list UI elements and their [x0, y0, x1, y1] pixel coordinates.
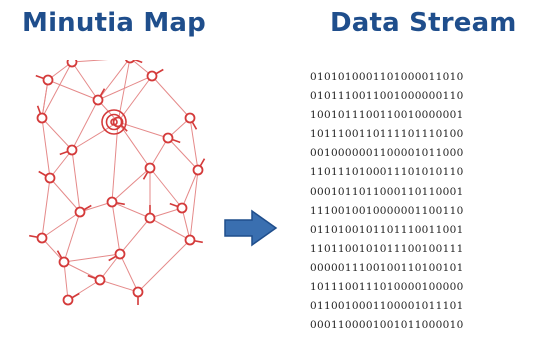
minutia-edge — [79, 201, 113, 213]
minutia-edge — [111, 201, 151, 219]
data-stream-line: 1001011100110010000001 — [310, 109, 464, 122]
minutia-point — [108, 248, 126, 262]
minutia-edge — [117, 121, 151, 169]
minutia-point — [144, 205, 156, 224]
minutia-edge — [41, 79, 49, 119]
minutia-edge — [149, 217, 191, 241]
minutia-edge — [119, 253, 139, 293]
minutia-edge — [97, 60, 130, 101]
minutia-point — [74, 204, 92, 218]
right-arrow-icon — [224, 209, 278, 247]
data-stream-line: 1101100101011100100111 — [310, 242, 464, 255]
minutia-edge — [41, 237, 65, 263]
minutia-edge — [41, 61, 73, 119]
minutia-point — [56, 250, 70, 268]
data-stream-line: 0000011100100110100101 — [310, 261, 464, 274]
minutia-map-diagram — [29, 60, 206, 306]
minutia-point — [192, 158, 206, 176]
minutia-edge — [63, 253, 121, 263]
data-stream-line: 0010000001100001011000 — [310, 147, 464, 160]
minutia-edge — [41, 177, 51, 239]
minutia-point — [38, 170, 56, 184]
minutia-edge — [111, 121, 119, 203]
minutia-map-title: Minutia Map — [22, 8, 206, 38]
minutia-point — [62, 292, 80, 306]
minutia-edge — [71, 149, 81, 213]
data-stream-block: 0101010001101000011010 010111001100100000… — [310, 68, 532, 354]
minutia-point — [87, 274, 106, 286]
minutia-point — [184, 112, 198, 130]
minutia-edge — [71, 121, 119, 151]
minutia-edge — [189, 169, 199, 241]
minutia-point — [184, 234, 203, 246]
data-stream-line: 0101010001101000011010 — [310, 71, 464, 83]
minutia-point — [59, 144, 78, 156]
minutia-edge — [149, 137, 169, 169]
minutia-edge — [63, 211, 81, 263]
minutia-point — [66, 60, 78, 68]
data-stream-line: 1011100111010000100000 — [310, 281, 464, 294]
core-point — [101, 109, 127, 135]
minutia-edge — [49, 149, 73, 179]
minutia-edge — [189, 117, 199, 171]
minutia-edge — [117, 60, 131, 123]
minutia-edge — [119, 217, 151, 255]
minutia-edge — [71, 99, 99, 151]
data-stream-title: Data Stream — [330, 8, 517, 38]
data-stream-line: 0001011011000110110001 — [310, 185, 464, 198]
minutia-points — [29, 60, 206, 306]
minutia-edge — [47, 79, 99, 101]
minutia-point — [92, 88, 106, 106]
minutia-edge — [151, 75, 191, 119]
minutia-point — [35, 74, 54, 86]
minutia-edge — [41, 211, 81, 239]
minutia-point — [132, 286, 144, 305]
data-stream-line: 0110100101101110011001 — [310, 223, 464, 236]
minutia-point — [106, 196, 125, 208]
minutia-edge — [181, 207, 191, 241]
data-stream-line: 1101110100011101010110 — [310, 166, 464, 179]
data-stream-line: 1110010010000001100110 — [310, 204, 464, 217]
minutia-edge — [71, 61, 99, 101]
data-stream-line: 0101110011001000000110 — [310, 90, 464, 103]
minutia-point — [146, 68, 164, 82]
minutia-edge — [41, 117, 51, 179]
minutia-point — [36, 105, 48, 124]
minutia-edge — [167, 137, 199, 171]
minutia-edge — [97, 75, 153, 101]
minutia-edge — [149, 167, 183, 209]
minutia-edge — [111, 167, 151, 203]
data-stream-line: 0110010001100001011101 — [310, 300, 464, 313]
minutia-edge — [71, 60, 109, 63]
data-stream-line: 0001100001001011000010 — [310, 319, 464, 332]
minutia-point — [169, 202, 188, 214]
minutia-point — [142, 162, 156, 180]
minutia-edge — [149, 207, 183, 219]
minutia-edge — [99, 279, 139, 293]
minutia-edge — [181, 169, 199, 209]
data-stream-line: 1011100110111101110100 — [310, 128, 464, 141]
minutia-edge — [111, 201, 121, 255]
minutia-edge — [99, 253, 121, 281]
minutia-point — [162, 132, 181, 144]
minutia-point — [29, 232, 48, 244]
minutia-edge — [41, 117, 73, 151]
minutia-edge — [137, 239, 191, 293]
minutia-edge — [49, 177, 81, 213]
minutia-edge — [63, 261, 69, 301]
minutia-point — [124, 60, 143, 64]
